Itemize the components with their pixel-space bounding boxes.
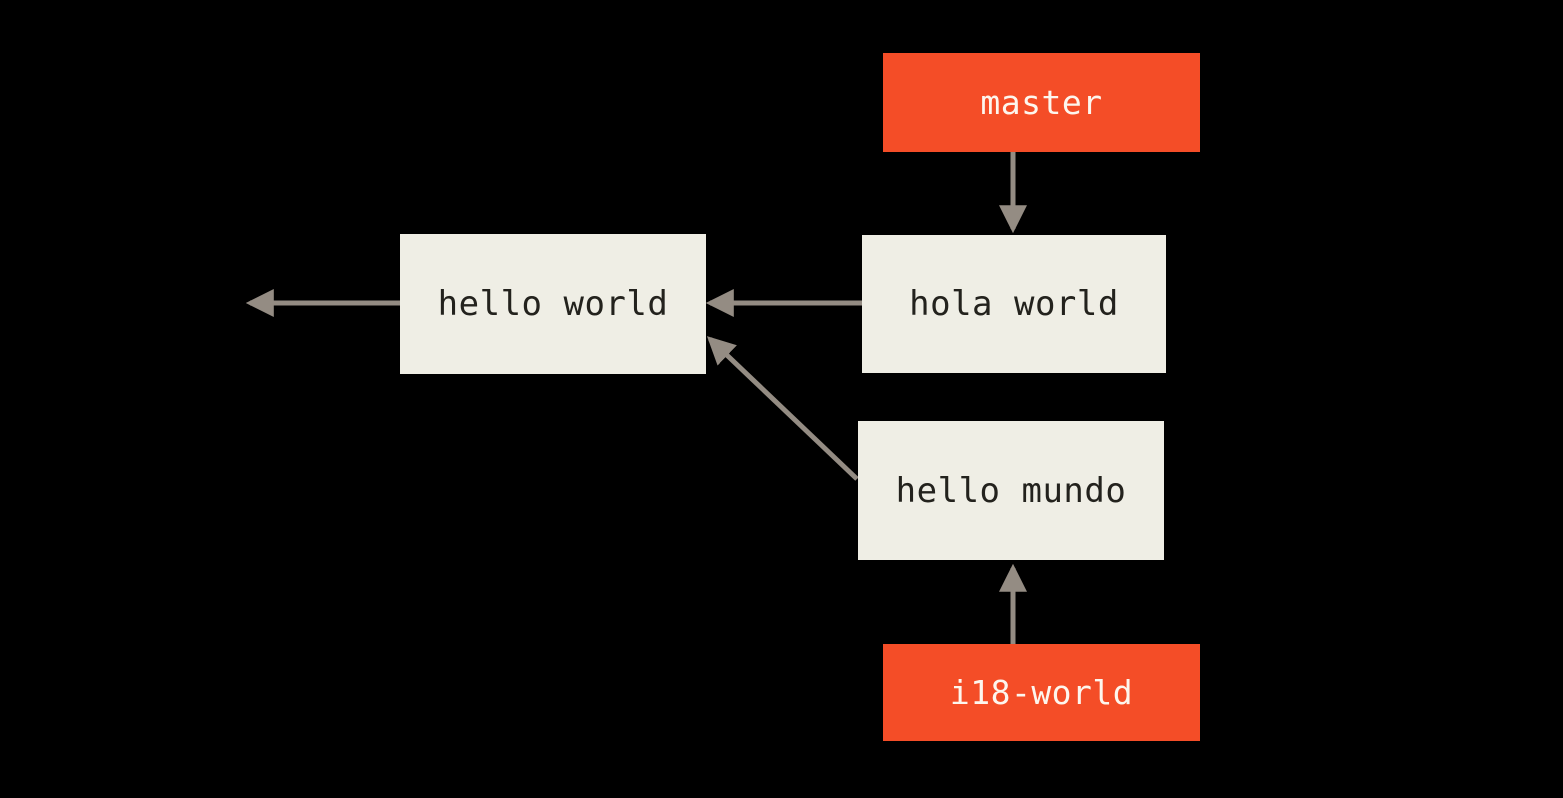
branch-ref-i18-world: i18-world <box>883 644 1200 741</box>
branch-ref-master: master <box>883 53 1200 152</box>
edge-hello-mundo-to-hello-world-arrow <box>706 336 859 481</box>
commit-hello-world: hello world <box>400 234 706 374</box>
commit-hello-mundo-label: hello mundo <box>895 470 1127 511</box>
commit-hello-world-label: hello world <box>437 284 669 324</box>
commit-hola-world-label: hola world <box>909 284 1119 324</box>
commit-hola-world: hola world <box>862 235 1166 373</box>
branch-ref-i18-world-label: i18-world <box>949 673 1134 712</box>
commit-hello-mundo: hello mundo <box>858 421 1164 560</box>
branch-ref-master-label: master <box>980 83 1103 122</box>
